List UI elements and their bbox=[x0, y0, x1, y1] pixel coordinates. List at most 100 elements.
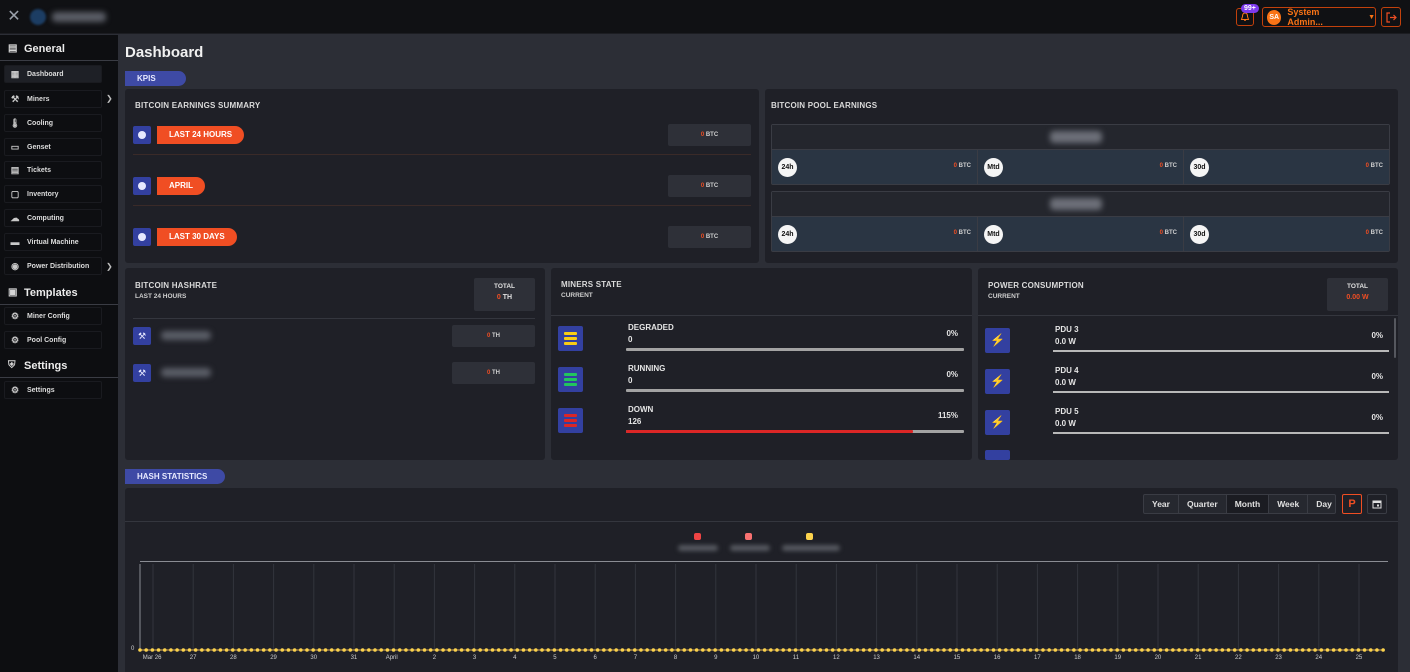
caret-down-icon: ▼ bbox=[1368, 13, 1375, 21]
data-point bbox=[1053, 648, 1058, 652]
period-month-button[interactable]: Month bbox=[1225, 495, 1269, 513]
legend-swatch bbox=[745, 533, 752, 540]
pdu-progress-bar bbox=[1053, 432, 1389, 434]
x-tick-label: 23 bbox=[1275, 655, 1282, 661]
data-point bbox=[583, 648, 588, 652]
data-point bbox=[230, 648, 235, 652]
data-point bbox=[490, 648, 495, 652]
sidebar-item-miners[interactable]: ⚒Miners bbox=[4, 90, 102, 108]
server-icon: ▬ bbox=[10, 237, 20, 247]
data-point bbox=[1189, 648, 1194, 652]
card-subtitle: CURRENT bbox=[988, 293, 1020, 300]
app-logo bbox=[30, 8, 110, 26]
data-point bbox=[812, 648, 816, 652]
sidebar-section-general: ▤General bbox=[0, 37, 118, 61]
data-point bbox=[1338, 648, 1342, 652]
data-point bbox=[404, 648, 408, 652]
chevron-down-icon[interactable]: ❯ bbox=[106, 262, 113, 271]
x-tick-label: 24 bbox=[1315, 655, 1323, 661]
sidebar-item-inventory[interactable]: ▢Inventory bbox=[4, 185, 102, 203]
data-point bbox=[1140, 648, 1144, 652]
period-week-button[interactable]: Week bbox=[1268, 495, 1307, 513]
data-point bbox=[707, 648, 711, 652]
x-tick-label: 14 bbox=[913, 655, 921, 661]
data-point bbox=[688, 648, 693, 652]
earnings-row-month: APRIL bbox=[133, 175, 753, 197]
data-point bbox=[1096, 648, 1101, 652]
card-title: POWER CONSUMPTION bbox=[988, 281, 1084, 290]
top-bar: ✕ 99+ SA System Admin... ▼ bbox=[0, 0, 1410, 34]
data-point bbox=[187, 648, 192, 652]
sidebar-item-power-distribution[interactable]: ◉Power Distribution bbox=[4, 257, 102, 275]
data-point bbox=[936, 648, 940, 652]
sidebar-item-virtual-machine[interactable]: ▬Virtual Machine bbox=[4, 233, 102, 251]
config-icon: ⚙ bbox=[10, 310, 20, 321]
data-point bbox=[756, 648, 761, 652]
data-point bbox=[1300, 648, 1305, 652]
data-point bbox=[237, 648, 241, 652]
hashrate-value: 0 TH bbox=[452, 362, 535, 384]
data-point bbox=[973, 648, 977, 652]
data-point bbox=[929, 648, 934, 652]
close-icon[interactable]: ✕ bbox=[7, 8, 21, 25]
logout-button[interactable] bbox=[1381, 7, 1401, 27]
data-point bbox=[731, 648, 736, 652]
data-point bbox=[274, 648, 278, 652]
hashrate-total: TOTAL 0 TH bbox=[474, 278, 535, 311]
data-point bbox=[1177, 648, 1181, 652]
data-point bbox=[608, 648, 612, 652]
data-point bbox=[305, 648, 309, 652]
period-day-button[interactable]: Day bbox=[1307, 495, 1340, 513]
sidebar-item-computing[interactable]: ☁Computing bbox=[4, 209, 102, 227]
data-point bbox=[292, 648, 297, 652]
notification-count-badge: 99+ bbox=[1241, 4, 1259, 13]
data-point bbox=[1022, 648, 1027, 652]
miner-stack-icon bbox=[558, 367, 583, 392]
data-point bbox=[206, 648, 210, 652]
sidebar-section-settings: ⛨Settings bbox=[0, 354, 118, 378]
scrollbar[interactable] bbox=[1394, 318, 1396, 358]
data-point bbox=[954, 648, 959, 652]
calendar-button[interactable] bbox=[1367, 494, 1387, 514]
user-menu-button[interactable]: SA System Admin... ▼ bbox=[1262, 7, 1376, 27]
data-point bbox=[138, 648, 142, 652]
plug-icon: ⚡ bbox=[985, 410, 1010, 435]
data-point bbox=[200, 648, 204, 652]
x-tick-label: 3 bbox=[472, 655, 477, 661]
logout-icon bbox=[1386, 12, 1397, 23]
data-point bbox=[843, 648, 847, 652]
data-point bbox=[478, 648, 482, 652]
sidebar-item-cooling[interactable]: 🌡Cooling bbox=[4, 114, 102, 132]
data-point bbox=[552, 648, 557, 652]
data-point bbox=[589, 648, 594, 652]
p-toggle-button[interactable]: P bbox=[1342, 494, 1362, 514]
period-year-button[interactable]: Year bbox=[1152, 499, 1170, 509]
bell-icon bbox=[1240, 12, 1250, 21]
sidebar-item-tickets[interactable]: ▤Tickets bbox=[4, 161, 102, 179]
data-point bbox=[416, 648, 421, 652]
data-point bbox=[1065, 648, 1070, 652]
legend-swatch bbox=[694, 533, 701, 540]
data-point bbox=[1152, 648, 1157, 652]
data-point bbox=[1307, 648, 1311, 652]
bitcoin-icon bbox=[133, 126, 151, 144]
data-point bbox=[422, 648, 427, 652]
data-point bbox=[1004, 648, 1008, 652]
data-point bbox=[1375, 648, 1379, 652]
data-point bbox=[725, 648, 730, 652]
sidebar-item-pool-config[interactable]: ⚙Pool Config bbox=[4, 331, 102, 349]
chevron-down-icon[interactable]: ❯ bbox=[106, 94, 113, 103]
data-point bbox=[503, 648, 507, 652]
data-point bbox=[1331, 648, 1336, 652]
sidebar-item-genset[interactable]: ▭Genset bbox=[4, 138, 102, 156]
calendar-icon bbox=[1372, 500, 1382, 509]
data-point bbox=[1195, 648, 1200, 652]
period-quarter-button[interactable]: Quarter bbox=[1177, 495, 1226, 513]
box-icon: ▢ bbox=[10, 188, 20, 199]
x-tick-label: 16 bbox=[993, 655, 1001, 661]
hash-statistics-card bbox=[125, 488, 1398, 672]
sidebar-item-settings[interactable]: ⚙Settings bbox=[4, 381, 102, 399]
sidebar-item-dashboard[interactable]: ▦Dashboard bbox=[4, 65, 102, 83]
sidebar-item-miner-config[interactable]: ⚙Miner Config bbox=[4, 307, 102, 325]
